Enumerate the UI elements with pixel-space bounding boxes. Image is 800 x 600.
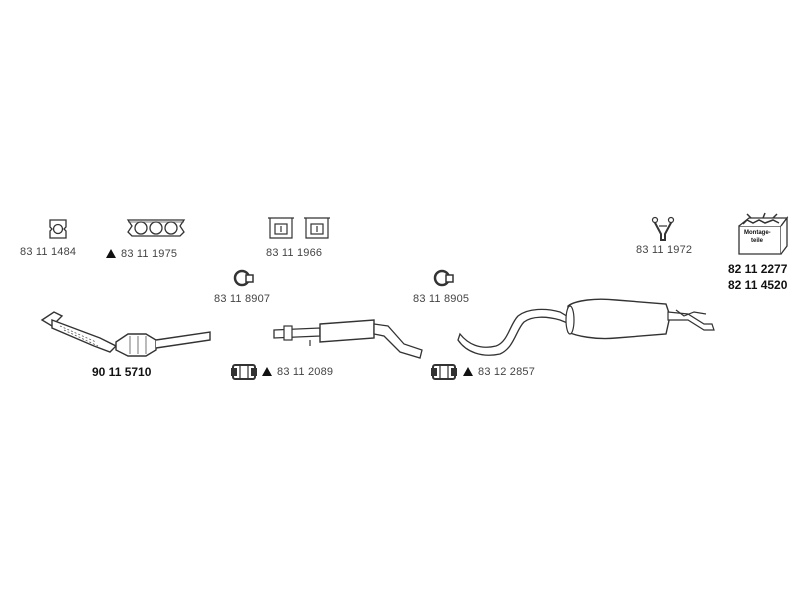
- gasket-icon: [49, 219, 67, 239]
- y-hanger-part-number: 83 11 1972: [636, 244, 693, 256]
- mounting-kit-label-2: teile: [751, 238, 764, 244]
- warning-triangle-icon: [262, 367, 272, 376]
- mounting-kit-part-number-2: 82 11 4520: [728, 278, 788, 292]
- flange-gasket-part-number: 83 11 1975: [106, 248, 177, 260]
- mounting-kit-box-icon: [738, 212, 789, 255]
- rear-silencer-icon: [457, 298, 715, 356]
- rubber-hangers-icon: [268, 217, 330, 239]
- pipe-connector-icon: [231, 364, 257, 380]
- gasket-part-number: 83 11 1484: [20, 246, 77, 258]
- warning-triangle-icon: [463, 367, 473, 376]
- pipe-connector-icon: [431, 364, 457, 380]
- clamp-icon: [433, 269, 454, 287]
- catalytic-converter-part-number: 90 11 5710: [92, 365, 152, 379]
- clamp-icon: [233, 269, 254, 287]
- clamp-front-part-number: 83 11 8907: [214, 293, 271, 305]
- connector-front-part-number: 83 11 2089: [262, 366, 333, 378]
- mounting-kit-part-number-1: 82 11 2277: [728, 262, 788, 276]
- middle-silencer-icon: [273, 319, 423, 359]
- flange-gasket-icon: [126, 219, 186, 237]
- clamp-rear-part-number: 83 11 8905: [413, 293, 470, 305]
- hangers-part-number: 83 11 1966: [266, 247, 323, 259]
- mounting-kit-label-1: Montage-: [744, 230, 771, 236]
- y-hanger-icon: [651, 216, 675, 241]
- catalytic-converter-icon: [40, 311, 211, 357]
- connector-rear-part-number: 83 12 2857: [463, 366, 535, 378]
- warning-triangle-icon: [106, 249, 116, 258]
